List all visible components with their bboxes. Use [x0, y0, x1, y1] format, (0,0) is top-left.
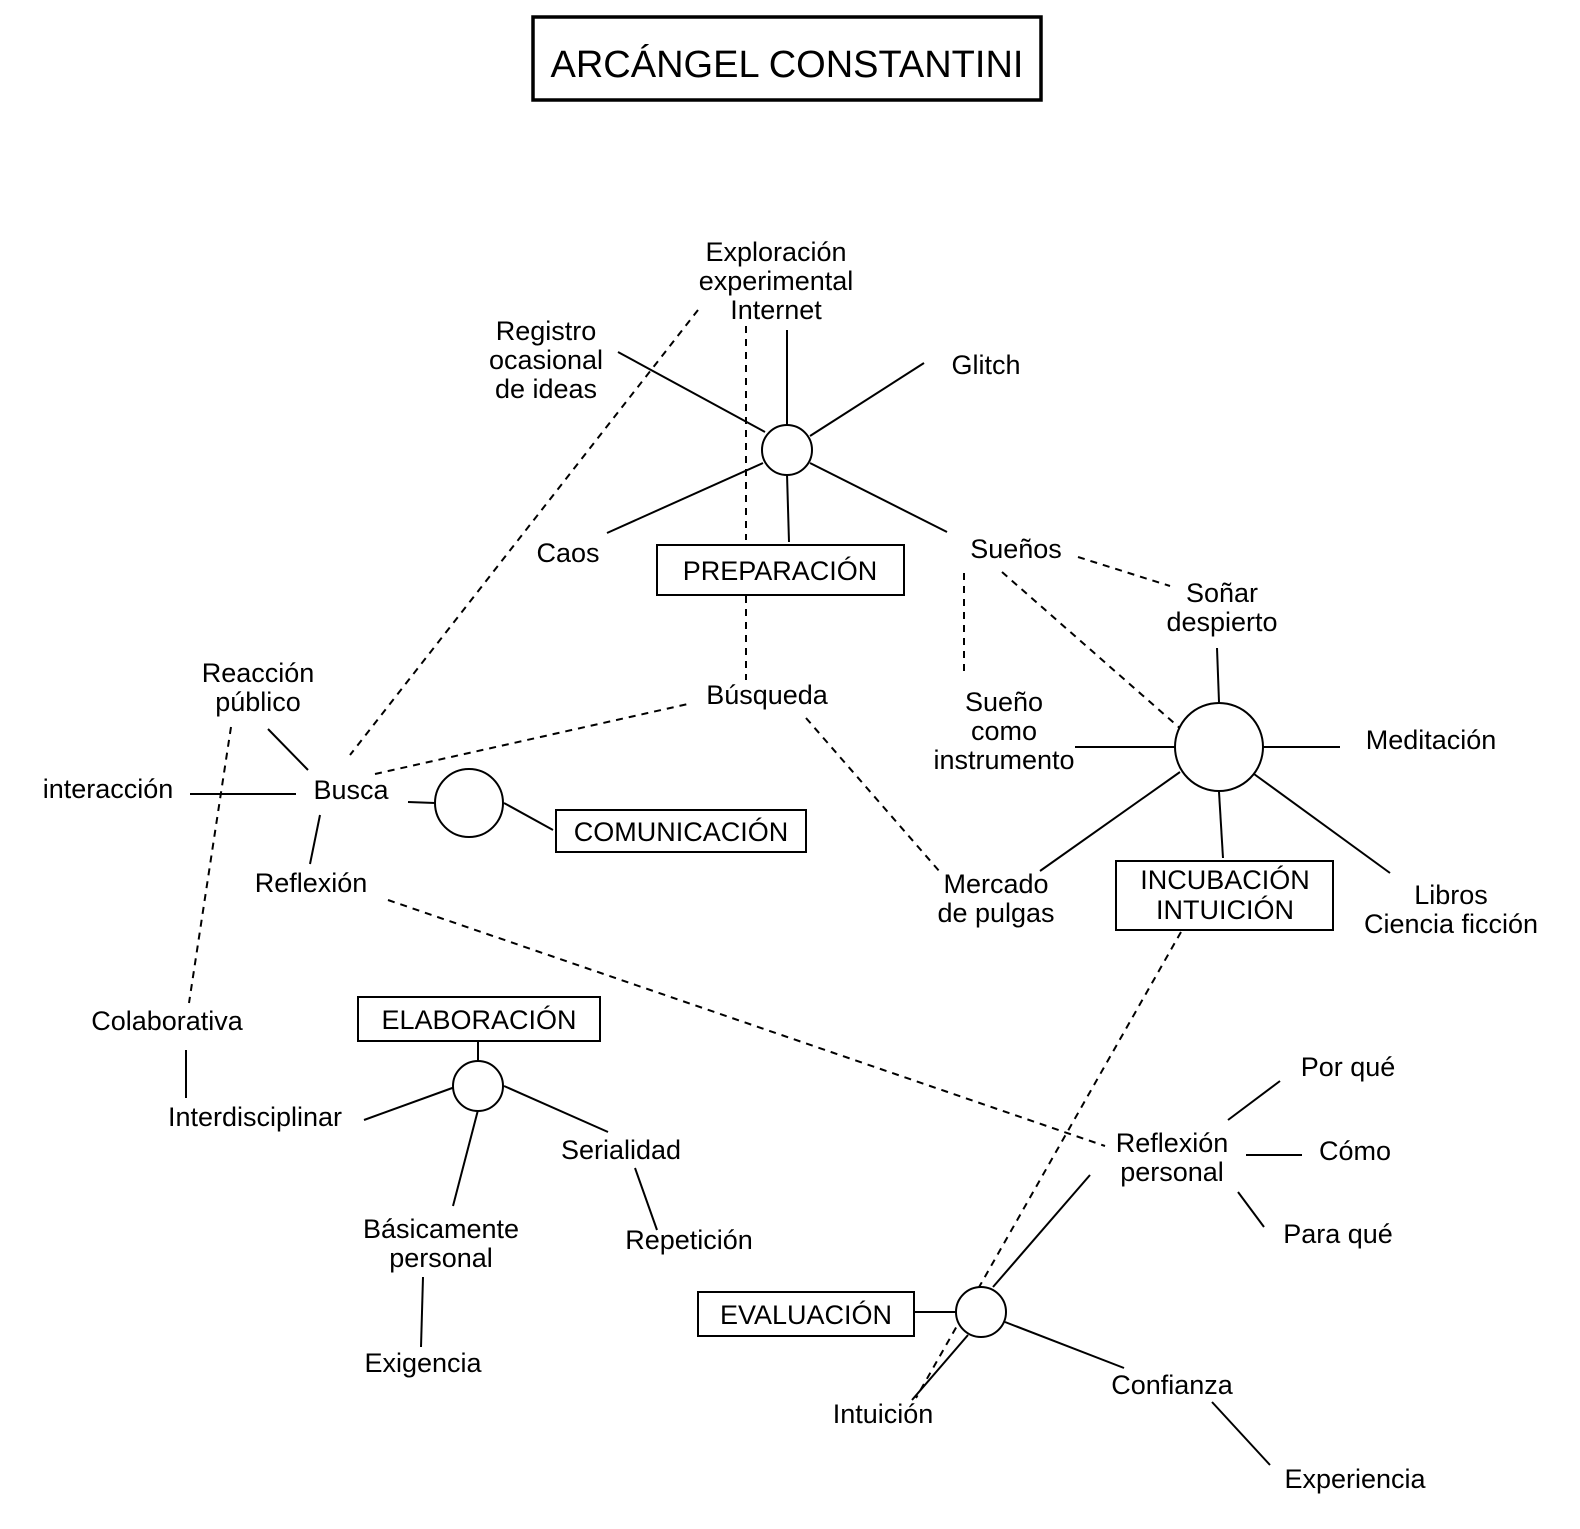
- label-reaccion-1: Reacción: [202, 658, 315, 688]
- stage-elaboracion: ELABORACIÓN: [357, 996, 601, 1042]
- label-busca: Busca: [313, 775, 389, 805]
- label-por-que: Por qué: [1301, 1052, 1396, 1082]
- label-sueno-instrumento-3: instrumento: [933, 745, 1074, 775]
- label-repeticion: Repetición: [625, 1225, 753, 1255]
- label-como: Cómo: [1319, 1136, 1391, 1166]
- label-confianza: Confianza: [1111, 1370, 1234, 1400]
- label-mercado-1: Mercado: [943, 869, 1048, 899]
- label-experiencia: Experiencia: [1284, 1464, 1426, 1494]
- stage-incubacion-label-2: INTUICIÓN: [1156, 894, 1294, 925]
- label-sueno-instrumento-1: Sueño: [965, 687, 1043, 717]
- label-libros-1: Libros: [1414, 880, 1488, 910]
- title-box: ARCÁNGEL CONSTANTINI: [531, 15, 1043, 102]
- label-caos: Caos: [536, 538, 599, 568]
- label-exploracion-3: Internet: [730, 295, 822, 325]
- label-serialidad: Serialidad: [561, 1135, 681, 1165]
- label-exploracion-1: Exploración: [705, 237, 846, 267]
- stage-elaboracion-label: ELABORACIÓN: [381, 1004, 576, 1035]
- label-colaborativa: Colaborativa: [91, 1006, 244, 1036]
- label-mercado-2: de pulgas: [937, 898, 1054, 928]
- label-sonar-despierto-1: Soñar: [1186, 578, 1258, 608]
- elaboracion-hub: [452, 1060, 504, 1112]
- incubacion-hub: [1174, 702, 1264, 792]
- comunicacion-hub: [434, 768, 504, 838]
- label-reflexion-personal-1: Reflexión: [1116, 1128, 1229, 1158]
- stage-evaluacion-label: EVALUACIÓN: [720, 1299, 892, 1330]
- label-sueno-instrumento-2: como: [971, 716, 1037, 746]
- stage-incubacion: INCUBACIÓN INTUICIÓN: [1115, 860, 1334, 931]
- label-exploracion-2: experimental: [699, 266, 854, 296]
- label-exigencia: Exigencia: [364, 1348, 482, 1378]
- stage-comunicacion: COMUNICACIÓN: [555, 809, 807, 853]
- label-interaccion: interacción: [43, 774, 174, 804]
- preparacion-hub: [761, 424, 813, 476]
- label-basicamente-2: personal: [389, 1243, 493, 1273]
- concept-labels: Exploración experimental Internet Regist…: [43, 237, 1538, 1494]
- label-reflexion-personal-2: personal: [1120, 1157, 1224, 1187]
- label-libros-2: Ciencia ficción: [1364, 909, 1538, 939]
- label-reaccion-2: público: [215, 687, 301, 717]
- stage-incubacion-label-1: INCUBACIÓN: [1140, 864, 1310, 895]
- stage-preparacion: PREPARACIÓN: [656, 544, 905, 596]
- label-sonar-despierto-2: despierto: [1166, 607, 1277, 637]
- stage-comunicacion-label: COMUNICACIÓN: [574, 816, 789, 847]
- label-intuicion: Intuición: [833, 1399, 934, 1429]
- stage-preparacion-label: PREPARACIÓN: [683, 555, 878, 586]
- stage-evaluacion: EVALUACIÓN: [697, 1291, 915, 1337]
- label-meditacion: Meditación: [1366, 725, 1497, 755]
- label-busqueda: Búsqueda: [706, 680, 829, 710]
- label-para-que: Para qué: [1283, 1219, 1393, 1249]
- solid-connectors: [185, 330, 1391, 1466]
- label-registro-2: ocasional: [489, 345, 603, 375]
- label-registro-3: de ideas: [495, 374, 597, 404]
- label-glitch: Glitch: [951, 350, 1020, 380]
- title: ARCÁNGEL CONSTANTINI: [551, 43, 1024, 86]
- label-basicamente-1: Básicamente: [363, 1214, 519, 1244]
- label-reflexion: Reflexión: [255, 868, 368, 898]
- label-interdisciplinar: Interdisciplinar: [168, 1102, 342, 1132]
- evaluacion-hub: [955, 1286, 1007, 1338]
- label-suenos: Sueños: [970, 534, 1062, 564]
- label-registro-1: Registro: [496, 316, 597, 346]
